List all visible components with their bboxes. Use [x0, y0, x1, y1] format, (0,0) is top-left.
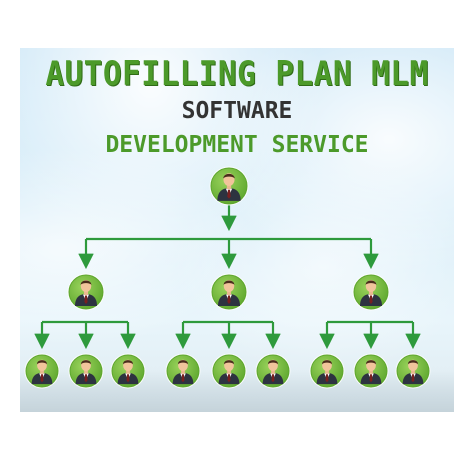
- tree-node-leaf-2-3: [255, 353, 291, 389]
- title-line-1: AUTOFILLING PLAN MLM: [45, 54, 429, 94]
- businessman-icon: [75, 359, 97, 385]
- businessman-icon: [218, 359, 240, 385]
- tree-node-leaf-3-3: [395, 353, 431, 389]
- businessman-icon: [316, 359, 338, 385]
- title-line-3: DEVELOPMENT SERVICE: [105, 132, 369, 158]
- businessman-icon: [262, 359, 284, 385]
- title-line-2: SOFTWARE: [181, 98, 293, 124]
- tree-connectors: [34, 205, 421, 350]
- tree-node-level1-2: [210, 273, 248, 311]
- tree-node-leaf-2-2: [211, 353, 247, 389]
- tree-node-leaf-1-3: [110, 353, 146, 389]
- businessman-icon: [217, 173, 241, 201]
- tree-node-leaf-1-2: [68, 353, 104, 389]
- businessman-icon: [75, 280, 97, 306]
- tree-nodes: [24, 166, 431, 389]
- businessman-icon: [172, 359, 194, 385]
- tree-node-leaf-3-2: [353, 353, 389, 389]
- tree-node-level1-3: [352, 273, 390, 311]
- businessman-icon: [218, 280, 240, 306]
- tree-node-root: [209, 166, 249, 206]
- tree-node-level1-1: [67, 273, 105, 311]
- businessman-icon: [31, 359, 53, 385]
- businessman-icon: [117, 359, 139, 385]
- tree-node-leaf-1-1: [24, 353, 60, 389]
- businessman-icon: [360, 280, 382, 306]
- businessman-icon: [360, 359, 382, 385]
- tree-node-leaf-2-1: [165, 353, 201, 389]
- tree-node-leaf-3-1: [309, 353, 345, 389]
- businessman-icon: [402, 359, 424, 385]
